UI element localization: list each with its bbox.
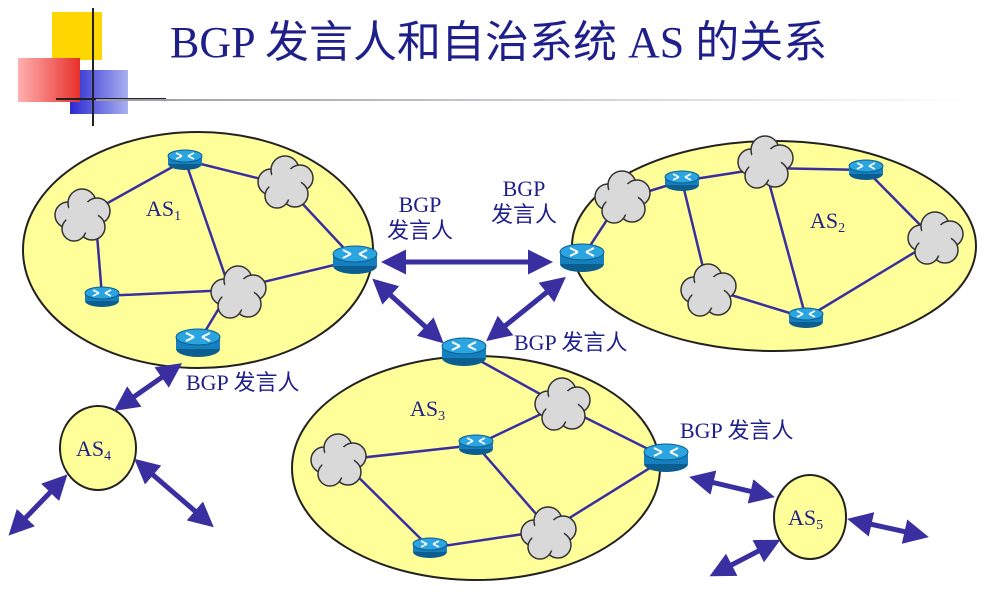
as5-region	[773, 474, 847, 560]
router-icon	[412, 537, 448, 559]
as3-label: AS3	[410, 396, 446, 424]
as2-label: AS2	[810, 208, 846, 236]
router-icon	[441, 337, 487, 367]
router-icon	[458, 434, 494, 456]
double-arrow-icon	[486, 276, 566, 342]
decor-red-block	[18, 58, 80, 102]
double-arrow-icon	[113, 363, 183, 411]
as5-label: AS5	[788, 505, 824, 533]
double-arrow-icon	[8, 474, 68, 536]
double-arrow-icon	[709, 539, 781, 577]
router-icon	[848, 159, 884, 181]
as4-region	[59, 405, 137, 491]
page-title: BGP 发言人和自治系统 AS 的关系	[170, 18, 828, 67]
double-arrow-icon	[372, 278, 444, 344]
speaker-label-as3-north: BGP 发言人	[514, 330, 628, 355]
router-icon	[664, 170, 700, 192]
router-icon	[167, 149, 203, 171]
router-icon	[332, 245, 378, 275]
decor-vertical-line	[92, 8, 94, 126]
double-arrow-icon	[134, 458, 214, 528]
router-icon	[84, 286, 120, 308]
router-icon	[175, 328, 221, 358]
double-arrow-icon	[847, 512, 929, 544]
speaker-label-as3-east: BGP 发言人	[680, 418, 794, 443]
router-icon	[643, 443, 689, 473]
double-arrow-icon	[689, 470, 775, 504]
router-icon	[788, 307, 824, 329]
as1-label: AS1	[146, 196, 182, 224]
router-icon	[559, 243, 605, 273]
title-underline	[96, 99, 976, 101]
as4-label: AS4	[76, 436, 112, 464]
speaker-label-as1-south: BGP 发言人	[186, 370, 300, 395]
